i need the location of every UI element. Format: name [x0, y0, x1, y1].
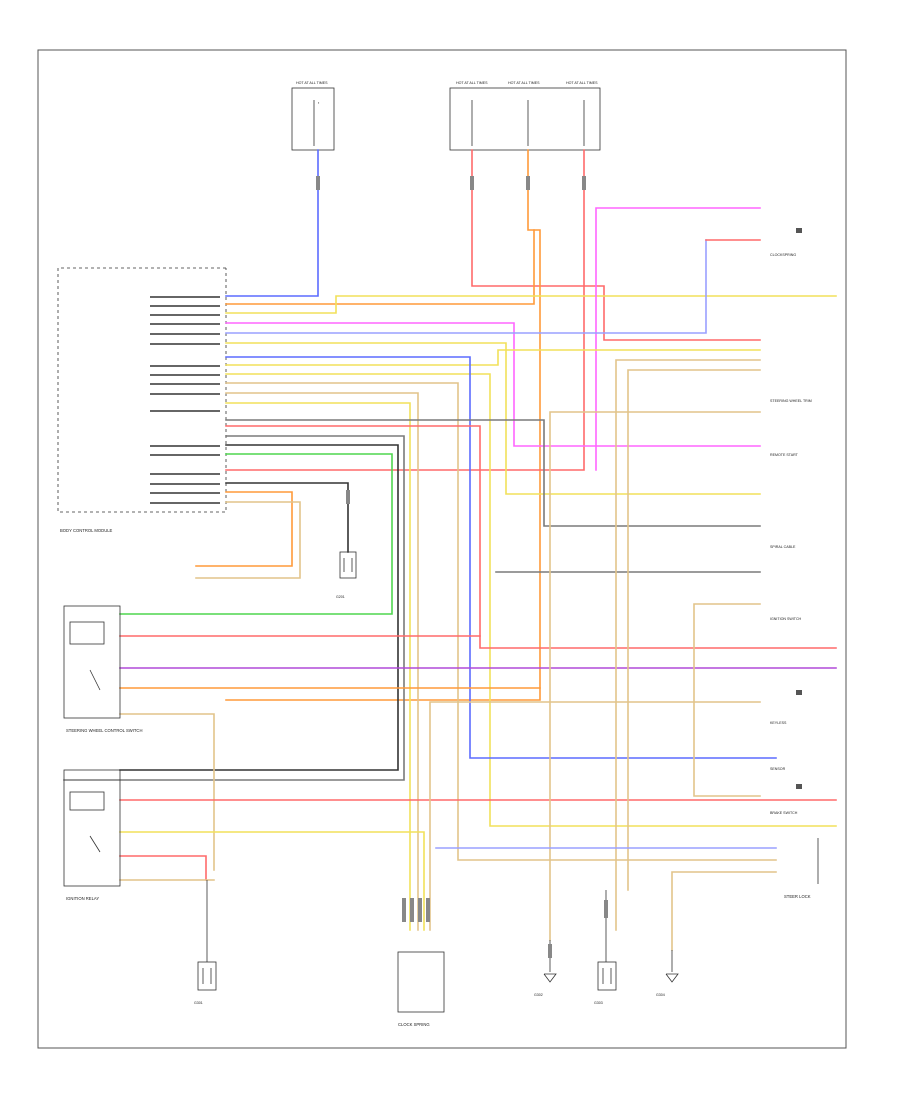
wire-yellow-top: [225, 295, 837, 314]
wire-orange-1: [225, 149, 541, 701]
clock-spring-block: CLOCK SPRING: [397, 951, 445, 1027]
ground-5: G304: [656, 950, 679, 997]
wire-lightblue-1: [225, 239, 707, 334]
svg-text:G304: G304: [656, 993, 665, 997]
svg-text:IGNITION SWITCH: IGNITION SWITCH: [770, 617, 802, 621]
wire-tan-7: [627, 369, 761, 891]
diagram-frame: [37, 49, 847, 1049]
wire-tan-1: [225, 382, 777, 861]
wire-orange-3: [195, 491, 293, 567]
wire-pink-2: [595, 207, 761, 471]
wire-yellow-6: [119, 831, 425, 931]
connector-marks: [316, 176, 608, 958]
wire-tan-3: [195, 501, 301, 579]
wire-tan-6: [615, 359, 761, 931]
wire-blue-2: [225, 356, 777, 759]
ground-2: G301: [194, 880, 217, 1005]
ground-4: G303: [594, 890, 617, 1005]
module-label: BODY CONTROL MODULE: [60, 528, 113, 533]
wire-red-7: [119, 855, 207, 881]
steering-switch-label: STEERING WHEEL CONTROL SWITCH: [66, 728, 142, 733]
svg-text:KEYLESS: KEYLESS: [770, 721, 787, 725]
wire-yellow-2: [225, 342, 761, 495]
svg-text:SENSOR: SENSOR: [770, 767, 786, 771]
wire-red-4: [225, 425, 837, 649]
svg-text:CLOCKSPRING: CLOCKSPRING: [770, 253, 796, 257]
ground-3: G302: [534, 940, 557, 997]
svg-text:BRAKE SWITCH: BRAKE SWITCH: [770, 811, 798, 815]
fuse-box-right: HOT AT ALL TIMES HOT AT ALL TIMES HOT AT…: [449, 81, 601, 151]
body-control-module: BODY CONTROL MODULE: [57, 267, 227, 533]
wire-green-1: [119, 453, 393, 615]
steering-lock-block: STEER LOCK: [784, 838, 819, 899]
wire-black-2: [225, 482, 349, 553]
fuse-label-d: HOT AT ALL TIMES: [566, 81, 598, 85]
wire-gray-2: [225, 419, 761, 527]
clock-spring-label: CLOCK SPRING: [398, 1022, 430, 1027]
wire-tan-10: [429, 701, 761, 931]
svg-text:SPIRAL CABLE: SPIRAL CABLE: [770, 545, 796, 549]
wire-tan-11: [671, 871, 777, 951]
wire-yellow-5: [225, 402, 411, 931]
relay-block: IGNITION RELAY: [63, 769, 121, 901]
steering-switch-block: STEERING WHEEL CONTROL SWITCH: [63, 605, 142, 733]
wire-red-2: [225, 149, 585, 471]
wire-red-1: [471, 149, 761, 341]
svg-text:STEERING WHEEL TRIM: STEERING WHEEL TRIM: [770, 399, 812, 403]
right-connectors: CLOCKSPRING STEERING WHEEL TRIM REMOTE S…: [770, 228, 812, 815]
wire-yellow-3: [225, 349, 761, 366]
fuse-label-b: HOT AT ALL TIMES: [456, 81, 488, 85]
wire-black-1: [119, 444, 399, 771]
svg-text:G302: G302: [534, 993, 543, 997]
wire-gray-1: [63, 435, 405, 781]
wire-blue-1: [225, 149, 319, 297]
svg-text:G301: G301: [194, 1001, 203, 1005]
steering-lock-label: STEER LOCK: [784, 894, 811, 899]
ground-1: G201: [336, 551, 357, 599]
relay-label: IGNITION RELAY: [66, 896, 99, 901]
svg-text:▪: ▪: [318, 101, 319, 105]
svg-text:REMOTE START: REMOTE START: [770, 453, 799, 457]
svg-text:G201: G201: [336, 595, 345, 599]
wire-tan-8: [549, 411, 761, 941]
fuse-label-c: HOT AT ALL TIMES: [508, 81, 540, 85]
wire-tan-9: [693, 603, 761, 797]
fuse-label-a: HOT AT ALL TIMES: [296, 81, 328, 85]
wire-tan-4: [119, 713, 215, 871]
wire-orange-2: [225, 229, 535, 305]
svg-text:G303: G303: [594, 1001, 603, 1005]
fuse-box-left: HOT AT ALL TIMES ▪: [291, 81, 335, 151]
wire-tan-2: [225, 392, 419, 931]
wire-yellow-4: [225, 373, 837, 827]
wire-pink-1: [225, 322, 761, 447]
